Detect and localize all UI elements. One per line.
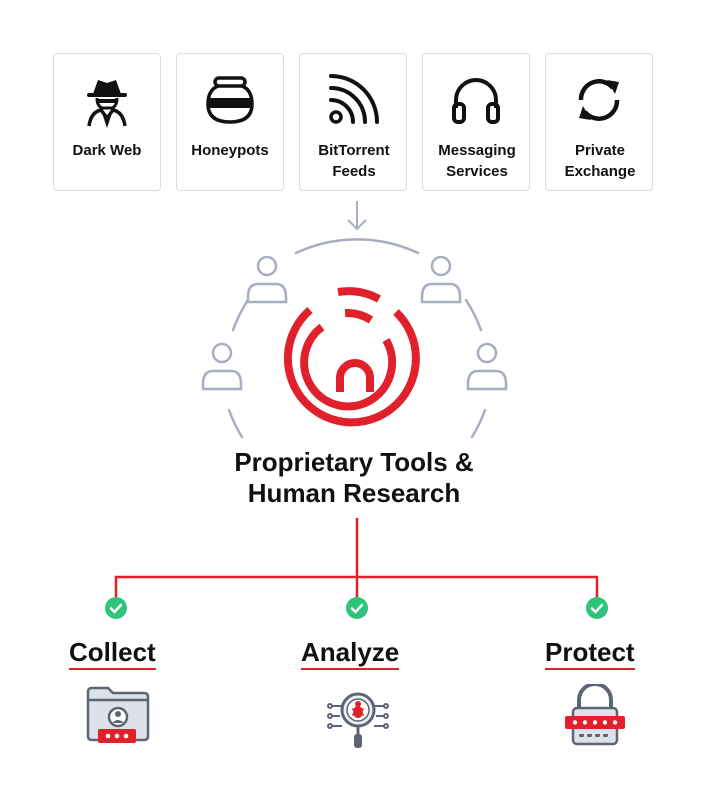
center-title-line1: Proprietary Tools & xyxy=(234,447,474,477)
source-label: Private Exchange xyxy=(564,142,636,180)
research-ring xyxy=(227,238,487,439)
source-card-messaging: Messaging Services xyxy=(422,53,530,191)
password-padlock-icon xyxy=(565,684,625,746)
headphones-icon xyxy=(452,78,500,124)
source-card-dark-web: Dark Web xyxy=(53,53,161,191)
user-icon xyxy=(246,255,288,304)
source-card-honeypots: Honeypots xyxy=(176,53,284,191)
source-label: Honeypots xyxy=(191,142,269,159)
outcome-label-collect: Collect xyxy=(69,637,156,670)
rss-feed-icon xyxy=(329,74,379,124)
user-icon xyxy=(201,342,243,391)
user-icon xyxy=(466,342,508,391)
check-icon xyxy=(105,597,127,619)
source-label: Messaging Services xyxy=(438,142,516,180)
check-icon xyxy=(346,597,368,619)
bug-magnifier-icon xyxy=(327,692,389,748)
check-icon xyxy=(586,597,608,619)
honeypot-icon xyxy=(206,76,254,124)
source-label: Dark Web xyxy=(72,142,142,159)
connector-lines xyxy=(114,518,599,598)
source-label: BitTorrent Feeds xyxy=(318,142,390,180)
spy-icon xyxy=(87,80,127,128)
user-icon xyxy=(420,255,462,304)
source-card-private-exchange: Private Exchange xyxy=(545,53,653,191)
down-arrow-icon xyxy=(347,201,367,231)
outcome-label-analyze: Analyze xyxy=(301,637,400,670)
source-card-bittorrent: BitTorrent Feeds xyxy=(299,53,407,191)
exchange-arrows-icon xyxy=(578,79,620,121)
outcome-label-protect: Protect xyxy=(545,637,635,670)
center-title: Proprietary Tools & Human Research xyxy=(154,447,554,509)
spiral-logo-icon xyxy=(283,287,420,427)
locked-folder-icon xyxy=(86,686,150,743)
center-title-line2: Human Research xyxy=(247,478,461,508)
